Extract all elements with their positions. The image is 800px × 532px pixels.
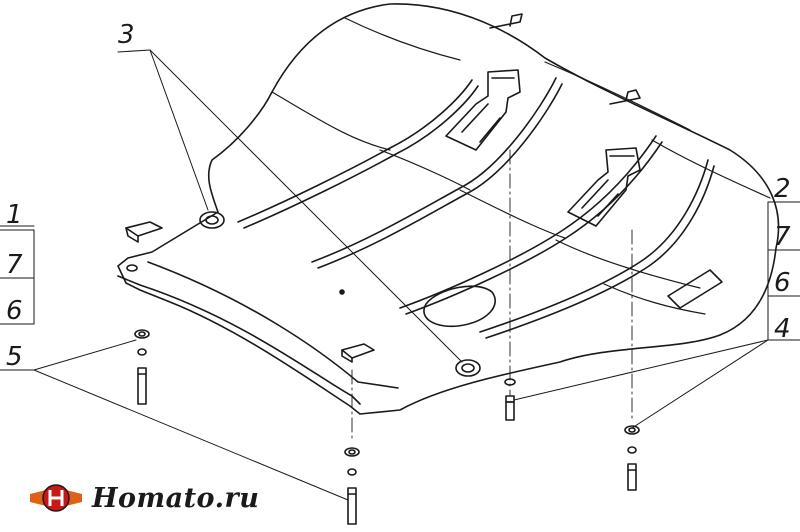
boss-bottom: [455, 359, 481, 377]
ribs: [237, 77, 715, 339]
brand-logo: Homato.ru: [28, 476, 259, 520]
plate-bottom: [341, 343, 375, 359]
plate-left-side: [125, 227, 139, 243]
oval-hole: [423, 285, 496, 328]
center-dot: [339, 289, 345, 295]
bolt-stack-bottom: [344, 447, 360, 525]
bolt-stack-left: [134, 329, 150, 405]
bracket-1: [445, 69, 521, 151]
callout-right-2: 2: [774, 174, 791, 204]
callout-3: 3: [118, 20, 135, 50]
plate-left: [125, 221, 163, 237]
slot-right: [667, 269, 723, 309]
seams: [271, 17, 771, 315]
front-flange: [117, 275, 361, 405]
callout-right-6: 6: [774, 268, 791, 298]
bracket-2: [567, 147, 641, 227]
callout-rules-left: [0, 225, 35, 371]
center-lines: [351, 149, 633, 441]
clip-right: [609, 89, 641, 105]
callout-left-7: 7: [6, 250, 23, 280]
brand-emblem-icon: [30, 484, 82, 512]
plate-bottom-side: [341, 349, 353, 363]
front-flange-edge: [147, 261, 399, 389]
callout-left-1: 1: [6, 200, 23, 230]
brand-text: Homato.ru: [92, 482, 260, 514]
callout-rules-right: [767, 201, 800, 341]
callout-left-6: 6: [6, 296, 23, 326]
leader-lines: [33, 49, 769, 501]
skid-plate-outline: [117, 3, 780, 415]
bolt-stack-mid: [504, 378, 516, 421]
clip-top: [489, 13, 523, 29]
callout-right-4: 4: [774, 314, 791, 344]
left-front-hole: [126, 264, 138, 272]
callout-left-5: 5: [6, 342, 23, 372]
callout-right-7: 7: [774, 222, 791, 252]
bolt-stack-right: [624, 425, 640, 491]
boss-left: [199, 211, 225, 229]
